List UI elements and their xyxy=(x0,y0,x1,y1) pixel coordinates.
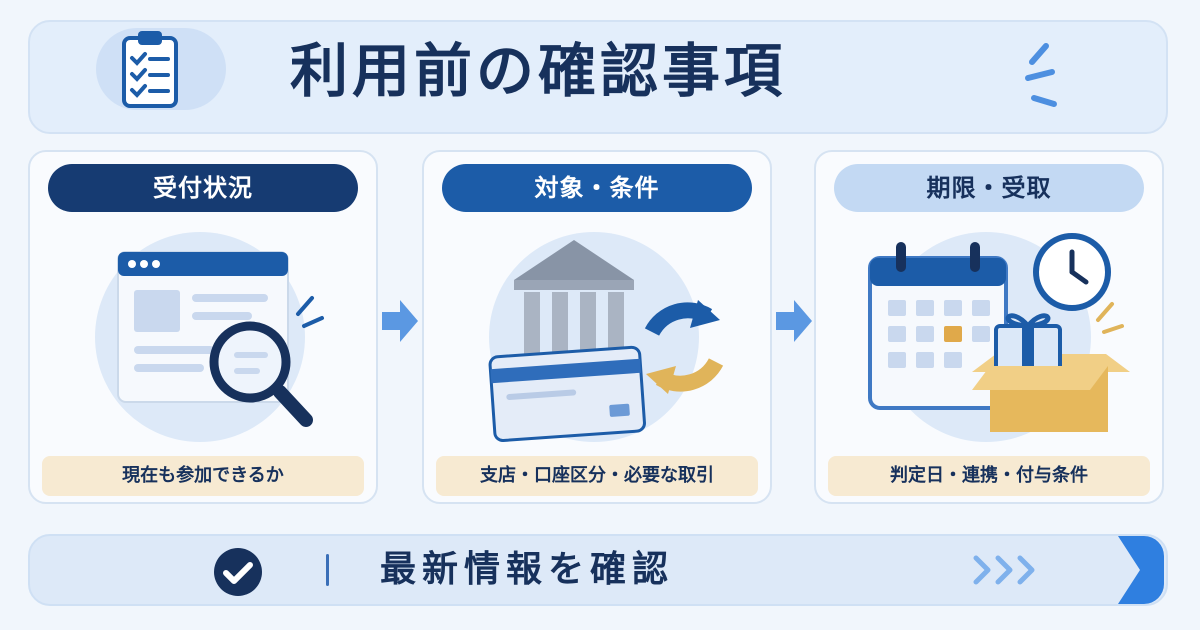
card-deadline-receipt: 期限・受取 判定日・連携・付与条件 xyxy=(814,150,1164,504)
page-title: 利用前の確認事項 xyxy=(290,37,787,105)
arrow-right-icon xyxy=(776,300,812,342)
chevrons-right-icon xyxy=(973,555,1035,585)
calendar-clock-gift-icon xyxy=(868,232,1130,442)
browser-magnifier-icon xyxy=(95,232,324,442)
card-header: 受付状況 xyxy=(48,164,358,212)
card-reception-status: 受付状況 現在も参加できるか xyxy=(28,150,378,504)
sparkle-lines-icon xyxy=(1025,43,1057,107)
card-header: 期限・受取 xyxy=(834,164,1144,212)
bank-card-exchange-icon xyxy=(488,232,724,443)
arrow-right-icon xyxy=(382,300,418,342)
title-icon-backdrop xyxy=(96,28,226,110)
divider xyxy=(326,554,329,586)
arrow-cap-icon xyxy=(1118,536,1164,604)
card-footer: 支店・口座区分・必要な取引 xyxy=(436,456,758,496)
card-eligibility-conditions: 対象・条件 支店・口座区分・必要な取引 xyxy=(422,150,772,504)
check-circle-icon xyxy=(214,548,262,596)
bottom-message: 最新情報を確認 xyxy=(380,549,675,590)
card-header: 対象・条件 xyxy=(442,164,752,212)
card-footer: 判定日・連携・付与条件 xyxy=(828,456,1150,496)
clipboard-checklist-icon xyxy=(122,31,178,108)
card-footer: 現在も参加できるか xyxy=(42,456,364,496)
